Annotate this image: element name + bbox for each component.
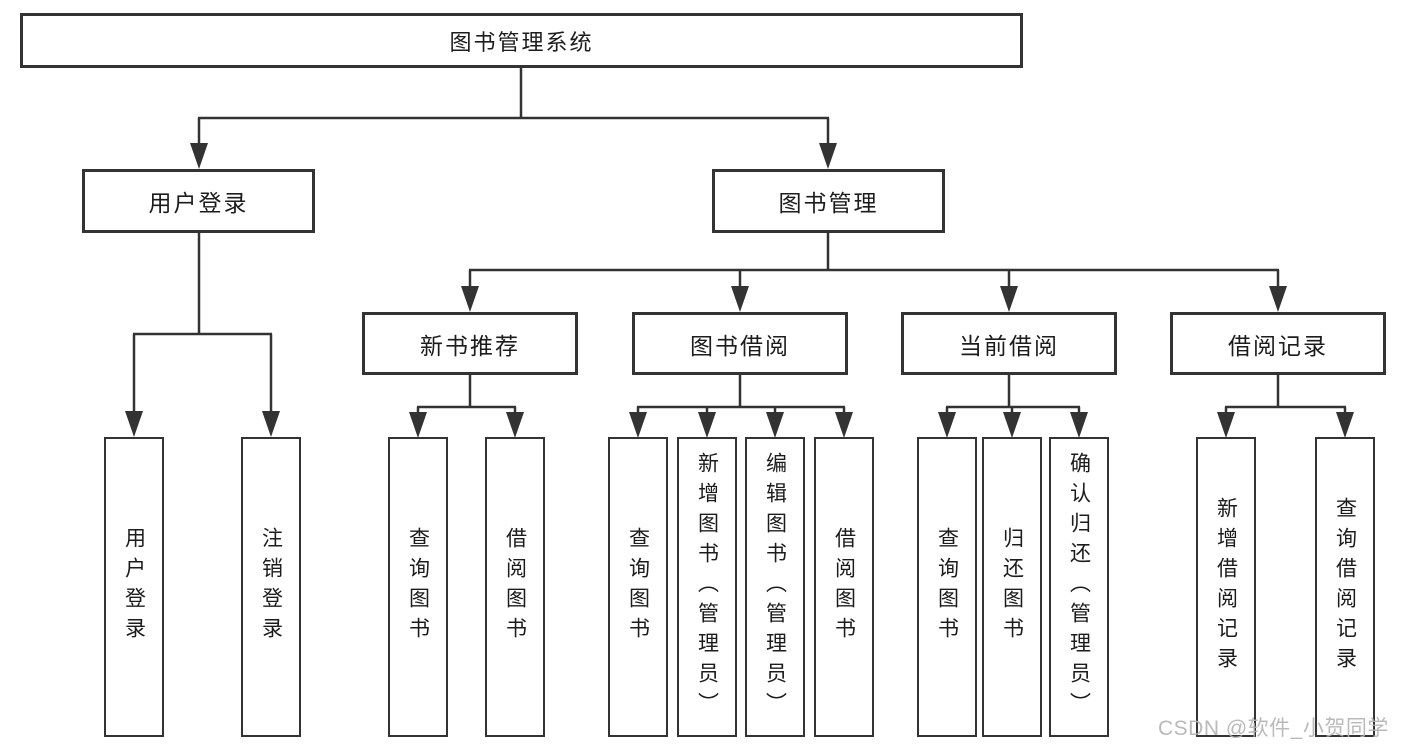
node-new-book-recommend: 新书推荐 xyxy=(362,312,578,375)
leaf-user-login-label: 用户登录 xyxy=(122,527,146,647)
node-book-mgmt-branch: 图书管理 xyxy=(712,169,945,233)
leaf-borrow-books-label: 借阅图书 xyxy=(832,527,856,647)
node-book-mgmt-label: 图书管理 xyxy=(778,190,879,216)
node-current-borrow: 当前借阅 xyxy=(901,312,1117,375)
leaf-query-books-recommend-label: 查询图书 xyxy=(406,527,430,647)
leaf-add-borrow-record-label: 新增借阅记录 xyxy=(1214,497,1238,677)
leaf-query-books-recommend: 查询图书 xyxy=(388,437,448,737)
leaf-confirm-return-admin-label: 确认归还（管理员） xyxy=(1067,452,1091,722)
leaf-query-borrow-record-label: 查询借阅记录 xyxy=(1333,497,1357,677)
leaf-add-book-admin-label: 新增图书（管理员） xyxy=(695,452,719,722)
node-root-system: 图书管理系统 xyxy=(20,13,1023,68)
leaf-logout: 注销登录 xyxy=(241,437,301,737)
node-new-book-recommend-label: 新书推荐 xyxy=(420,332,520,359)
node-borrow-records-label: 借阅记录 xyxy=(1228,332,1328,359)
leaf-add-book-admin: 新增图书（管理员） xyxy=(677,437,737,737)
leaf-edit-book-admin-label: 编辑图书（管理员） xyxy=(763,452,787,722)
leaf-borrow-books-recommend: 借阅图书 xyxy=(485,437,545,737)
leaf-borrow-books-recommend-label: 借阅图书 xyxy=(503,527,527,647)
watermark: CSDN @软件_小贺同学 xyxy=(1158,717,1389,740)
node-book-borrow: 图书借阅 xyxy=(632,312,848,375)
node-root-label: 图书管理系统 xyxy=(449,29,594,55)
leaf-query-borrow-record: 查询借阅记录 xyxy=(1315,437,1375,737)
node-user-login-label: 用户登录 xyxy=(148,190,249,216)
leaf-return-book-label: 归还图书 xyxy=(1000,527,1024,647)
node-current-borrow-label: 当前借阅 xyxy=(959,332,1059,359)
leaf-user-login: 用户登录 xyxy=(104,437,164,737)
leaf-query-books-current: 查询图书 xyxy=(917,437,977,737)
leaf-confirm-return-admin: 确认归还（管理员） xyxy=(1049,437,1109,737)
leaf-logout-label: 注销登录 xyxy=(259,527,283,647)
node-book-borrow-label: 图书借阅 xyxy=(690,332,790,359)
leaf-query-books-borrow-label: 查询图书 xyxy=(626,527,650,647)
leaf-query-books-current-label: 查询图书 xyxy=(935,527,959,647)
leaf-borrow-books: 借阅图书 xyxy=(814,437,874,737)
leaf-add-borrow-record: 新增借阅记录 xyxy=(1196,437,1256,737)
leaf-return-book: 归还图书 xyxy=(982,437,1042,737)
node-borrow-records: 借阅记录 xyxy=(1170,312,1386,375)
node-user-login-branch: 用户登录 xyxy=(82,169,315,233)
leaf-edit-book-admin: 编辑图书（管理员） xyxy=(745,437,805,737)
leaf-query-books-borrow: 查询图书 xyxy=(608,437,668,737)
